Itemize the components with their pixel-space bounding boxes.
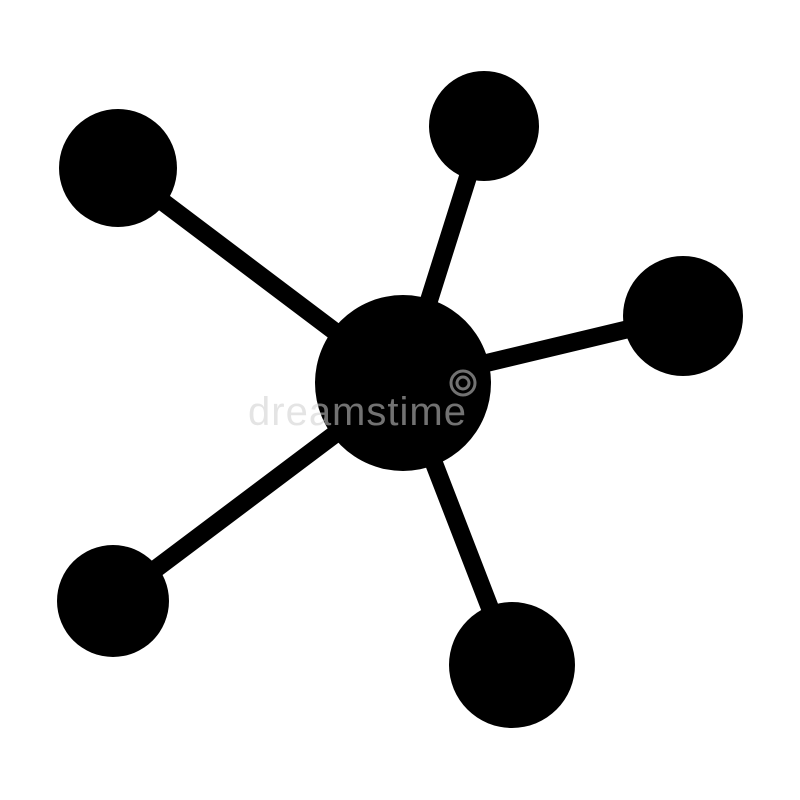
satellite-node-bottom <box>449 602 575 728</box>
satellite-node-bottom-left <box>57 545 169 657</box>
satellite-node-right <box>623 256 743 376</box>
watermark-text: dreamstime <box>248 390 467 434</box>
network-hub-icon <box>57 71 743 728</box>
dreamstime-swirl-icon <box>449 369 477 397</box>
satellite-node-top-left <box>59 109 177 227</box>
watermark: dreamstime <box>248 369 477 434</box>
satellite-node-top <box>429 71 539 181</box>
central-hub-node <box>315 295 491 471</box>
